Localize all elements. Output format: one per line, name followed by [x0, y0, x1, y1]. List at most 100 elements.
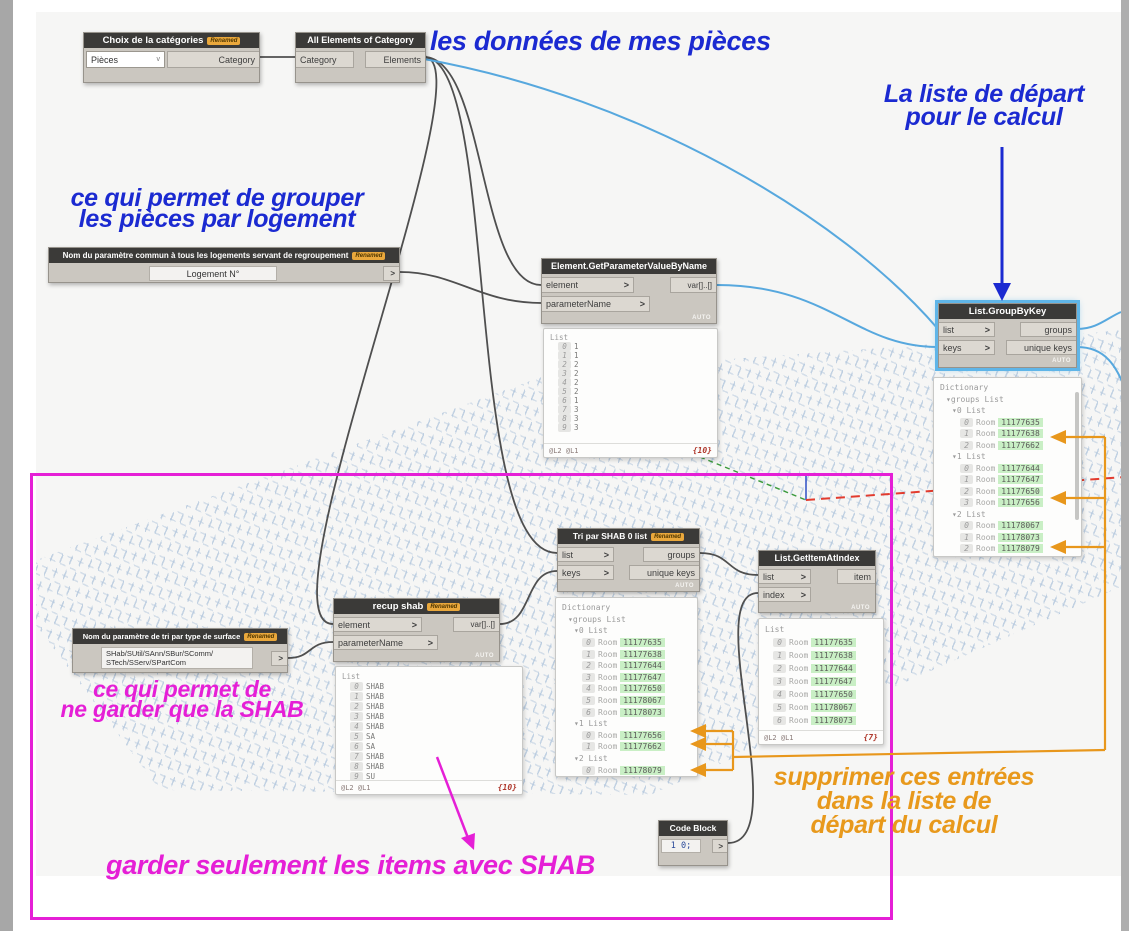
port-input-list[interactable]: list > — [558, 547, 614, 562]
port-output-uniquekeys[interactable]: unique keys — [1006, 340, 1076, 355]
preview-row: List — [342, 671, 361, 681]
node-title[interactable]: Code Block — [659, 821, 727, 836]
node-title[interactable]: recup shab Renamed — [334, 599, 499, 614]
wire-uniquekeys-out[interactable] — [1076, 346, 1126, 389]
port-input-list[interactable]: list > — [759, 569, 811, 584]
port-input-element[interactable]: element > — [334, 617, 422, 632]
node-tri-par-shab[interactable]: Tri par SHAB 0 list Renamed list > group… — [557, 528, 700, 592]
note-garder-shab[interactable]: ce qui permet de ne garder que la SHAB — [60, 676, 304, 722]
note-donnees-pieces[interactable]: les données de mes pièces — [430, 26, 771, 56]
renamed-badge: Renamed — [651, 532, 685, 541]
lacing-auto-label[interactable]: AUTO — [692, 315, 711, 321]
wire-elements-to-tri-list[interactable] — [423, 56, 558, 554]
node-title[interactable]: Choix de la catégories Renamed — [84, 33, 259, 48]
port-output-value[interactable]: > — [383, 266, 399, 281]
axis-green — [699, 456, 807, 501]
port-output-code[interactable]: > — [712, 839, 727, 853]
node-list-groupbykey[interactable]: List.GroupByKey list > groups keys > uni… — [935, 300, 1080, 371]
node-nom-parametre-tri[interactable]: Nom du paramètre de tri par type de surf… — [72, 628, 288, 673]
node-title[interactable]: Tri par SHAB 0 list Renamed — [558, 529, 699, 544]
port-output-var[interactable]: var[]..[] — [670, 277, 716, 293]
port-output-value[interactable]: > — [271, 650, 287, 666]
node-title[interactable]: List.GroupByKey — [939, 304, 1076, 319]
port-output-groups[interactable]: groups — [643, 547, 699, 562]
node-title[interactable]: Element.GetParameterValueByName — [542, 259, 716, 274]
note-supprimer-entrees[interactable]: supprimer ces entrées dans la liste de d… — [773, 763, 1035, 839]
wire-codeblock-to-index[interactable] — [727, 592, 759, 844]
node-title[interactable]: List.GetItemAtIndex — [759, 551, 875, 566]
port-input-parametername[interactable]: parameterName > — [542, 296, 650, 312]
lacing-auto-label[interactable]: AUTO — [475, 653, 494, 659]
port-input-keys[interactable]: keys > — [939, 340, 995, 355]
port-input-parametername[interactable]: parameterName > — [334, 635, 438, 650]
port-input-list[interactable]: list > — [939, 322, 995, 337]
renamed-badge: Renamed — [427, 602, 461, 611]
note-grouper-logement[interactable]: ce qui permet de grouper les pièces par … — [70, 184, 364, 233]
note-liste-depart[interactable]: La liste de départ pour le calcul — [883, 80, 1085, 131]
wire-elements-to-recup[interactable] — [316, 56, 438, 625]
node-element-getparametervaluebyname[interactable]: Element.GetParameterValueByName element … — [541, 258, 717, 324]
node-list-getitematindex[interactable]: List.GetItemAtIndex list > item index > … — [758, 550, 876, 613]
node-code-block[interactable]: Code Block 1 0; > — [658, 820, 728, 866]
node-title[interactable]: Nom du paramètre de tri par type de surf… — [73, 629, 287, 644]
list-count: {7} — [863, 733, 878, 742]
wire-elements-to-getparam[interactable] — [423, 56, 542, 286]
wire-groups-out[interactable] — [1076, 311, 1122, 330]
note-garder-items[interactable]: garder seulement les items avec SHAB — [106, 850, 595, 880]
port-input-index[interactable]: index > — [759, 587, 811, 602]
node-recup-shab[interactable]: recup shab Renamed element > var[]..[] p… — [333, 598, 500, 662]
port-output-elements[interactable]: Elements — [365, 51, 425, 68]
lacing-auto-label[interactable]: AUTO — [675, 583, 694, 589]
port-output-category[interactable]: Category — [167, 51, 259, 68]
wire-nomcommun-to-parametername[interactable] — [399, 271, 542, 304]
port-output-groups[interactable]: groups — [1020, 322, 1076, 337]
node-all-elements-of-category[interactable]: All Elements of Category Category Elemen… — [295, 32, 426, 83]
wire-nomtri-to-parametername[interactable] — [287, 641, 334, 659]
preview-footer: @L2 @L1 {10} — [336, 780, 522, 794]
code-input[interactable]: 1 0; — [661, 839, 701, 853]
port-output-item[interactable]: item — [837, 569, 875, 584]
logement-input-field[interactable]: Logement N° — [149, 266, 277, 281]
lacing-auto-label[interactable]: AUTO — [1052, 358, 1071, 364]
port-input-category[interactable]: Category — [296, 51, 354, 68]
wire-tri-to-getitem-list[interactable] — [699, 552, 759, 576]
node-title[interactable]: All Elements of Category — [296, 33, 425, 48]
node-title[interactable]: Nom du paramètre commun à tous les logem… — [49, 248, 399, 263]
right-scrollbar-gutter[interactable] — [1121, 0, 1129, 931]
wire-recup-to-tri-keys[interactable] — [499, 570, 558, 625]
port-output-var[interactable]: var[]..[] — [453, 617, 499, 632]
node-choix-categorie[interactable]: Choix de la catégories Renamed Pièces v … — [83, 32, 260, 83]
port-input-element[interactable]: element > — [542, 277, 634, 293]
category-dropdown[interactable]: Pièces v — [86, 51, 165, 68]
port-input-keys[interactable]: keys > — [558, 565, 614, 580]
port-output-uniquekeys[interactable]: unique keys — [629, 565, 699, 580]
scrollbar-thumb[interactable] — [1075, 392, 1079, 520]
lacing-auto-label[interactable]: AUTO — [851, 605, 870, 611]
wire-elements-to-groupbykey-list[interactable] — [423, 58, 939, 330]
left-gutter — [0, 0, 13, 931]
preview-row: List — [765, 625, 785, 634]
wire-getparam-to-groupbykey-keys[interactable] — [716, 284, 939, 348]
tri-input-field[interactable]: SHab/SUtil/SAnn/SBur/SComm/ STech/SServ/… — [101, 647, 253, 669]
node-nom-parametre-commun[interactable]: Nom du paramètre commun à tous les logem… — [48, 247, 400, 283]
renamed-badge: Renamed — [244, 632, 278, 641]
